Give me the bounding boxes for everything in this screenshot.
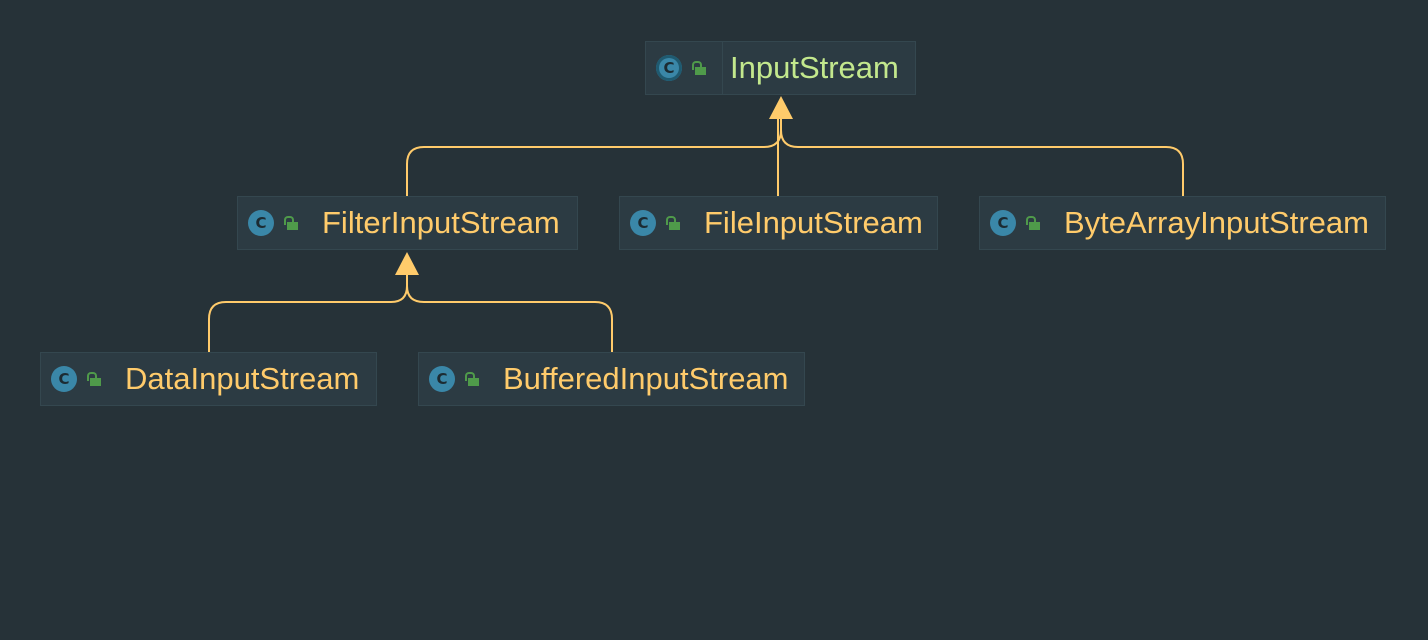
edge-bytearrayinputstream-to-inputstream: [780, 118, 1184, 196]
class-name-label: ByteArrayInputStream: [1064, 205, 1369, 240]
extends-arrowhead-inputstream: [769, 96, 793, 119]
public-lock-icon: [692, 60, 706, 76]
class-node-datainputstream[interactable]: C DataInputStream: [40, 352, 377, 406]
public-lock-icon: [666, 215, 680, 231]
class-name-label: BufferedInputStream: [503, 361, 789, 396]
public-lock-icon: [87, 371, 101, 387]
edge-datainputstream-to-filterinputstream: [208, 274, 408, 352]
class-icon: C: [429, 366, 455, 392]
class-node-bytearrayinputstream[interactable]: C ByteArrayInputStream: [979, 196, 1386, 250]
extends-arrowhead-filterinputstream: [395, 252, 419, 275]
class-node-fileinputstream[interactable]: C FileInputStream: [619, 196, 938, 250]
class-icon: C: [990, 210, 1016, 236]
public-lock-icon: [1026, 215, 1040, 231]
edge-bufferedinputstream-to-filterinputstream: [406, 274, 613, 352]
edge-filterinputstream-to-inputstream: [406, 118, 782, 196]
public-lock-icon: [465, 371, 479, 387]
class-node-bufferedinputstream[interactable]: C BufferedInputStream: [418, 352, 805, 406]
class-name-label: FileInputStream: [704, 205, 923, 240]
node-divider: [722, 42, 723, 94]
class-icon: C: [51, 366, 77, 392]
abstract-class-icon: C: [656, 55, 682, 81]
class-icon: C: [248, 210, 274, 236]
class-node-filterinputstream[interactable]: C FilterInputStream: [237, 196, 578, 250]
class-node-inputstream[interactable]: C InputStream: [645, 41, 916, 95]
class-icon: C: [630, 210, 656, 236]
class-name-label: FilterInputStream: [322, 205, 560, 240]
class-name-label: DataInputStream: [125, 361, 360, 396]
class-name-label: InputStream: [730, 50, 899, 85]
public-lock-icon: [284, 215, 298, 231]
